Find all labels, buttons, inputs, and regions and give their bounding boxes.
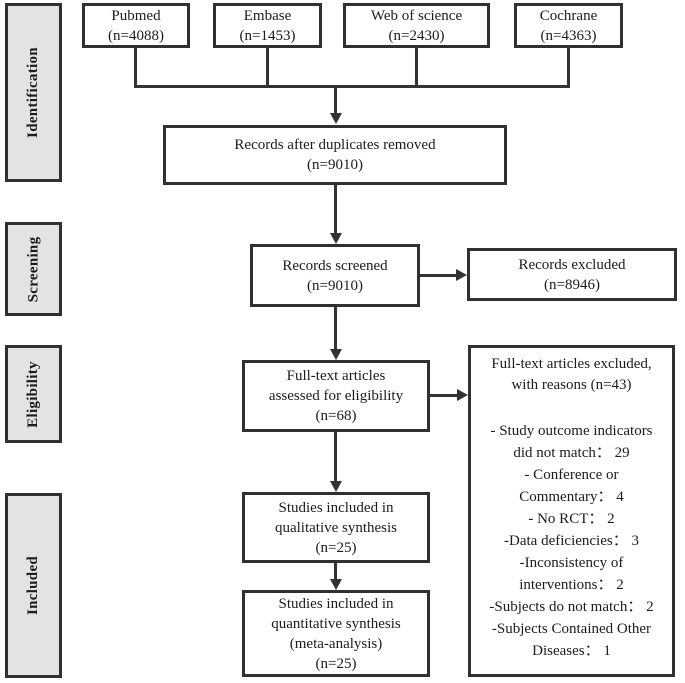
- connector-stub-cochrane: [567, 46, 570, 88]
- records-screened-line1: Records screened: [282, 257, 388, 274]
- records-excluded-line2: (n=8946): [544, 276, 600, 293]
- quantitative-line3: (meta-analysis): [289, 635, 383, 652]
- qualitative-line2: qualitative synthesis: [274, 519, 398, 536]
- source-box-cochrane: Cochrane (n=4363): [514, 3, 623, 48]
- arrowhead-down-to-screened: [330, 233, 342, 244]
- arrowhead-down-to-qualitative: [330, 481, 342, 492]
- records-screened-line2: (n=9010): [307, 277, 363, 294]
- arrow-line-fulltext-to-excluded-reasons: [430, 394, 457, 397]
- fulltext-assessed-line2: assessed for eligibility: [268, 388, 404, 404]
- reason-line-4: Commentary： 4: [519, 489, 624, 505]
- source-pubmed-count: (n=4088): [108, 27, 164, 44]
- box-duplicates-removed: Records after duplicates removed (n=9010…: [163, 125, 507, 185]
- quantitative-line1: Studies included in: [278, 595, 394, 612]
- reason-line-3: - Conference or: [524, 467, 619, 483]
- reason-line-5: - No RCT： 2: [528, 511, 615, 527]
- stage-included: Included: [5, 493, 62, 678]
- stage-identification: Identification: [5, 3, 62, 182]
- reason-line-1: - Study outcome indicators: [490, 423, 653, 439]
- source-embase-count: (n=1453): [239, 27, 296, 44]
- box-fulltext-assessed: Full-text articles assessed for eligibil…: [242, 360, 430, 432]
- quantitative-line2: quantitative synthesis: [271, 615, 401, 632]
- connector-stub-pubmed: [134, 46, 137, 88]
- box-fulltext-excluded-reasons: Full-text articles excluded, with reason…: [468, 345, 675, 677]
- connector-stub-web-of-science: [415, 46, 418, 88]
- arrowhead-down-to-quantitative: [330, 579, 342, 590]
- arrowhead-down-to-duplicates: [330, 113, 342, 124]
- source-cochrane-count: (n=4363): [540, 27, 597, 44]
- fulltext-assessed-line3: (n=68): [315, 408, 357, 424]
- stage-identification-label: Identification: [25, 47, 41, 138]
- stage-screening-label: Screening: [25, 236, 42, 302]
- source-web-of-science-name: Web of science: [370, 7, 463, 24]
- stage-included-label: Included: [25, 555, 41, 616]
- fulltext-excluded-spacer: [471, 396, 672, 420]
- reason-line-9: -Subjects do not match： 2: [489, 599, 654, 615]
- source-box-embase: Embase (n=1453): [213, 3, 322, 48]
- fulltext-assessed-line1: Full-text articles: [286, 368, 386, 384]
- source-pubmed-name: Pubmed: [111, 7, 161, 24]
- arrow-line-fulltext-to-qualitative: [334, 432, 337, 481]
- stage-screening: Screening: [5, 222, 62, 316]
- qualitative-line1: Studies included in: [278, 499, 394, 516]
- reason-line-10: -Subjects Contained Other: [491, 621, 652, 637]
- duplicates-removed-line1: Records after duplicates removed: [234, 137, 436, 153]
- arrow-line-qualitative-to-quantitative: [334, 563, 337, 579]
- arrow-line-screened-to-fulltext: [334, 307, 337, 349]
- source-cochrane-name: Cochrane: [539, 7, 598, 24]
- duplicates-removed-line2: (n=9010): [307, 157, 363, 173]
- stage-eligibility-label: Eligibility: [25, 360, 41, 428]
- fulltext-excluded-title-line2: with reasons (n=43): [511, 377, 632, 393]
- box-records-excluded: Records excluded (n=8946): [467, 248, 677, 301]
- arrow-line-screened-to-excluded: [420, 274, 456, 277]
- quantitative-line4: (n=25): [315, 655, 357, 672]
- box-records-screened: Records screened (n=9010): [250, 244, 420, 307]
- box-qualitative-synthesis: Studies included in qualitative synthesi…: [242, 492, 430, 563]
- reason-line-6: -Data deficiencies： 3: [504, 533, 639, 549]
- source-box-web-of-science: Web of science (n=2430): [343, 3, 490, 48]
- connector-stem-to-duplicates: [334, 85, 337, 114]
- qualitative-line3: (n=25): [315, 539, 357, 556]
- reason-line-7: -Inconsistency of: [519, 555, 624, 571]
- records-excluded-line1: Records excluded: [518, 256, 626, 273]
- reason-line-8: interventions： 2: [519, 577, 624, 593]
- connector-top-horizontal: [134, 85, 570, 88]
- source-web-of-science-count: (n=2430): [388, 27, 445, 44]
- box-quantitative-synthesis: Studies included in quantitative synthes…: [242, 590, 430, 677]
- reason-line-11: Diseases： 1: [532, 643, 611, 659]
- arrowhead-right-to-excluded: [456, 269, 467, 281]
- connector-stub-embase: [266, 46, 269, 88]
- fulltext-excluded-title-line1: Full-text articles excluded,: [491, 356, 652, 372]
- arrowhead-down-to-fulltext: [330, 349, 342, 360]
- source-box-pubmed: Pubmed (n=4088): [82, 3, 190, 48]
- arrow-line-duplicates-to-screened: [334, 185, 337, 233]
- reason-line-2: did not match： 29: [513, 445, 630, 461]
- arrowhead-right-to-excluded-reasons: [457, 389, 468, 401]
- stage-eligibility: Eligibility: [5, 345, 62, 443]
- source-embase-name: Embase: [243, 7, 292, 24]
